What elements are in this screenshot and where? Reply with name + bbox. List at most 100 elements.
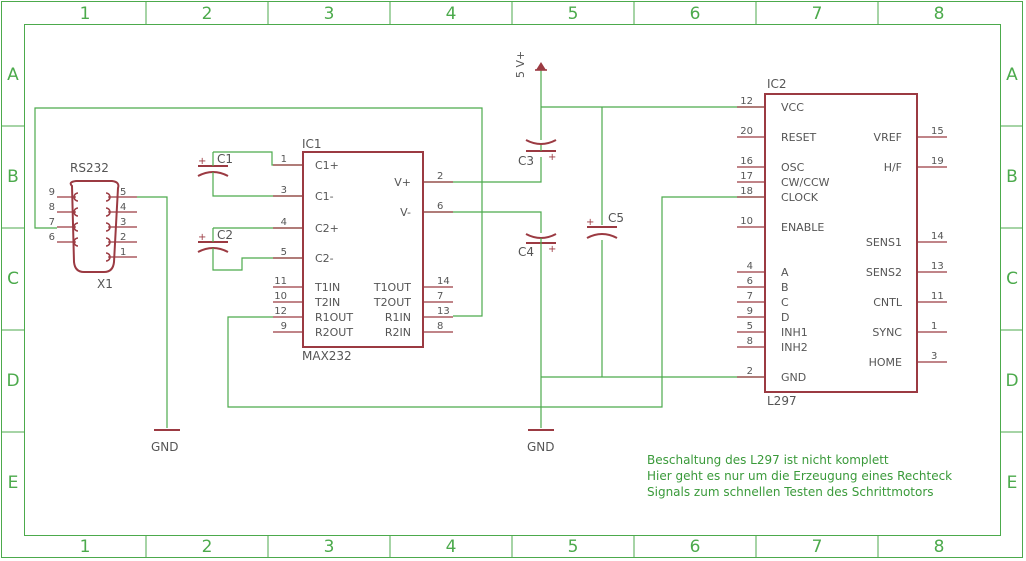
ic1-pin-label: T2OUT	[373, 296, 411, 309]
ic1-pin-label: T1IN	[314, 281, 340, 294]
connector-ref: X1	[97, 277, 113, 291]
grid-row-right-e: E	[1007, 473, 1018, 493]
ic2-pin-number: 5	[747, 321, 753, 332]
connector-name: RS232	[70, 161, 109, 175]
ic1-pin-label: R2IN	[385, 326, 411, 339]
ic1-pin-number: 10	[274, 291, 287, 302]
ic2-pin-label: B	[781, 281, 789, 294]
grid-row-left-a: A	[7, 65, 19, 85]
connector-pin-left: 6	[49, 232, 55, 243]
note-line-3: Signals zum schnellen Testen des Schritt…	[647, 485, 934, 499]
ic1-pin-number: 14	[437, 276, 450, 287]
ic1-pin-number: 3	[281, 185, 287, 196]
ic1-pin-number: 6	[437, 201, 443, 212]
capacitor-c1: + C1	[197, 152, 233, 180]
grid-col-bottom-1: 1	[80, 537, 91, 557]
ic1-pin-label: T2IN	[314, 296, 340, 309]
capacitor-c2: + C2	[197, 228, 233, 254]
ic1-pin-number: 4	[281, 217, 287, 228]
ic2-pin-number: 6	[747, 276, 753, 287]
note-line-2: Hier geht es nur um die Erzeugung eines …	[647, 469, 952, 483]
gnd-symbol-middle: GND	[527, 429, 555, 454]
ic2-pin-label: H/F	[884, 161, 902, 174]
connector-pin-right: 2	[120, 232, 126, 243]
ic2-value: L297	[767, 394, 797, 408]
ic2-pin-number: 8	[747, 336, 753, 347]
grid-row-right-d: D	[1005, 371, 1018, 391]
ic2-pin-label: CW/CCW	[781, 176, 830, 189]
grid-col-top-7: 7	[812, 4, 823, 24]
ic2-pin-label: OSC	[781, 161, 805, 174]
grid-row-left-d: D	[6, 371, 19, 391]
wires	[34, 70, 765, 428]
ic1-pin-number: 11	[274, 276, 287, 287]
grid-col-top-4: 4	[446, 4, 457, 24]
ic1-pin-number: 8	[437, 321, 443, 332]
grid-col-bottom-3: 3	[324, 537, 335, 557]
gnd-label-left: GND	[151, 440, 179, 454]
capacitor-c5: + C5	[586, 211, 624, 239]
capacitor-c3: + C3	[518, 139, 557, 168]
grid-col-bottom-2: 2	[202, 537, 213, 557]
ic2-pin-label: CLOCK	[781, 191, 819, 204]
ic2-ref: IC2	[767, 77, 787, 91]
c3-label: C3	[518, 154, 534, 168]
ic1-pin-number: 12	[274, 306, 287, 317]
c1-label: C1	[217, 152, 233, 166]
ic2-pin-label: D	[781, 311, 789, 324]
ic1-pin-label: C2-	[315, 252, 334, 265]
c4-label: C4	[518, 245, 534, 259]
grid-row-left-b: B	[7, 167, 19, 187]
ic1-pin-label: R1IN	[385, 311, 411, 324]
ic2-pin-number: 9	[747, 306, 753, 317]
c5-label: C5	[608, 211, 624, 225]
ic2-pin-label: C	[781, 296, 789, 309]
ic2-pin-label: A	[781, 266, 789, 279]
grid-col-top-3: 3	[324, 4, 335, 24]
ic1-pin-number: 5	[281, 247, 287, 258]
ic2-pin-label: RESET	[781, 131, 817, 144]
ic1-pin-number: 13	[437, 306, 450, 317]
grid-row-left-c: C	[7, 269, 19, 289]
ic2-pin-number: 20	[740, 126, 753, 137]
grid-col-top-6: 6	[690, 4, 701, 24]
grid-col-bottom-5: 5	[568, 537, 579, 557]
ic1-pin-label: C2+	[315, 222, 339, 235]
ic2-pin-label: SYNC	[872, 326, 902, 339]
ic1-value: MAX232	[302, 349, 352, 363]
connector-pin-right: 1	[120, 247, 126, 258]
ic2-pin-number: 11	[931, 291, 944, 302]
ic1-pin-label: C1-	[315, 190, 334, 203]
svg-text:+: +	[548, 152, 556, 163]
vplus-label: 5 V+	[514, 51, 527, 78]
ic2-pin-number: 13	[931, 261, 944, 272]
grid-col-top-8: 8	[934, 4, 945, 24]
ic1-pin-number: 9	[281, 321, 287, 332]
ic2-pin-label: GND	[781, 371, 806, 384]
ic1-pin-label: R2OUT	[315, 326, 353, 339]
connector-pin-right: 4	[120, 202, 126, 213]
connector-pin-right: 3	[120, 217, 126, 228]
ic2-pin-number: 2	[747, 366, 753, 377]
ic2-pin-number: 1	[931, 321, 937, 332]
grid-col-top-2: 2	[202, 4, 213, 24]
ic2-pin-number: 15	[931, 126, 944, 137]
ic2-pin-number: 10	[740, 216, 753, 227]
svg-text:+: +	[548, 244, 556, 255]
svg-text:+: +	[198, 156, 206, 167]
ic2-pin-number: 16	[740, 156, 753, 167]
ic2-pin-number: 7	[747, 291, 753, 302]
capacitor-c4: + C4	[518, 233, 557, 259]
gnd-symbol-left: GND	[151, 429, 180, 454]
grid-col-bottom-7: 7	[812, 537, 823, 557]
ic2-pin-number: 17	[740, 171, 753, 182]
svg-text:+: +	[586, 217, 594, 228]
ic1-pin-number: 7	[437, 291, 443, 302]
ic2-pin-label: SENS2	[866, 266, 902, 279]
ic1-ref: IC1	[302, 137, 322, 151]
ic1-pin-label: R1OUT	[315, 311, 353, 324]
